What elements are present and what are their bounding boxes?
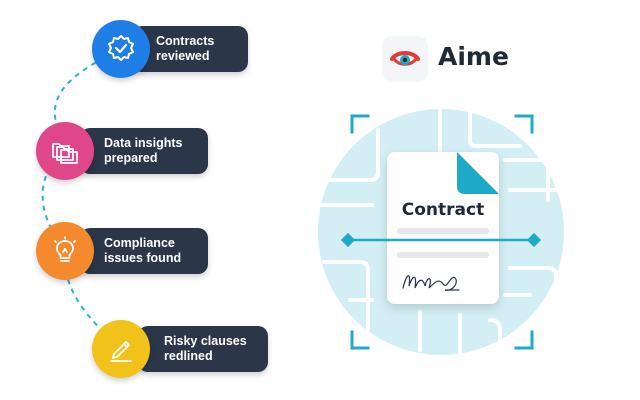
document-line: [397, 228, 489, 234]
eye-logo-icon: [390, 51, 420, 66]
step-circle-contracts: [92, 20, 150, 78]
step-pill-contracts: Contracts reviewed: [132, 26, 248, 72]
step-label: Risky clauses redlined: [164, 334, 247, 363]
brand-name: Aime: [438, 42, 509, 71]
step-circle-insights: [36, 122, 94, 180]
contract-document: Contract: [387, 152, 499, 304]
signature: [402, 275, 460, 291]
step-circle-compliance: [36, 222, 94, 280]
corner-brackets: [350, 114, 534, 350]
step-label: Data insights prepared: [104, 136, 183, 165]
verified-badge-icon: [108, 35, 134, 61]
circuit-lines: [320, 108, 564, 354]
lightbulb-icon: [54, 236, 76, 262]
step-label: Compliance issues found: [104, 236, 182, 265]
brand-logo: [382, 36, 428, 82]
edit-pen-icon: [110, 341, 132, 362]
dashed-connector: [41, 47, 123, 351]
step-pill-insights: Data insights prepared: [80, 128, 208, 174]
step-pill-compliance: Compliance issues found: [80, 228, 208, 274]
step-label: Contracts reviewed: [156, 34, 215, 63]
folders-icon: [52, 143, 78, 164]
folded-corner: [457, 152, 499, 194]
document-line: [397, 252, 489, 258]
step-pill-risky: Risky clauses redlined: [138, 326, 268, 372]
document-title: Contract: [401, 200, 485, 220]
step-circle-risky: [92, 320, 150, 378]
